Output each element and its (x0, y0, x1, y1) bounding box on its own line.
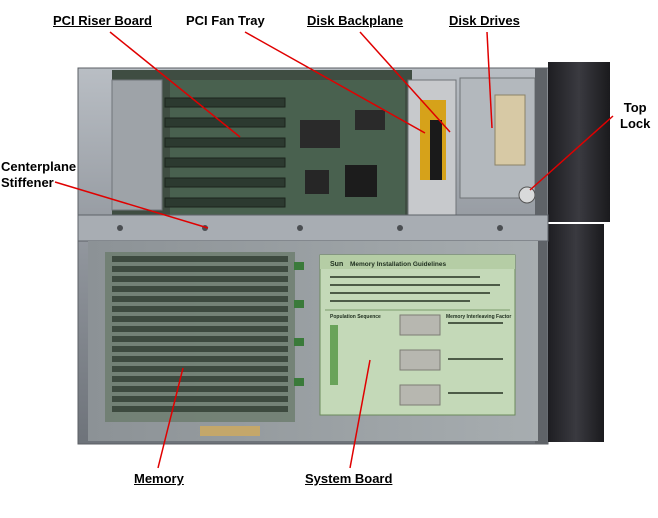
top-lock (518, 186, 536, 204)
card-right-header: Memory Interleaving Factor (446, 314, 511, 320)
memory-guidelines-card (319, 254, 516, 416)
drive-label (494, 94, 526, 166)
label-centerplane-stiffener: Centerplane Stiffener (1, 159, 76, 191)
label-centerplane-line1: Centerplane (1, 159, 77, 174)
card-title: Memory Installation Guidelines (350, 261, 446, 268)
label-centerplane-line2: Stiffener (1, 175, 54, 190)
front-panel-lower (548, 224, 604, 442)
io-bracket (111, 79, 163, 211)
socket-markers (294, 262, 304, 386)
label-disk-drives: Disk Drives (449, 13, 520, 28)
card-left-header: Population Sequence (330, 314, 381, 320)
label-top-lock-line1: Top (623, 100, 647, 115)
label-pci-riser-board: PCI Riser Board (53, 13, 152, 28)
label-top-lock-line2: Lock (620, 116, 651, 131)
memory-dimms (112, 256, 288, 412)
pci-fan-tray (430, 120, 442, 180)
label-system-board: System Board (305, 471, 393, 486)
bottom-handle (200, 426, 260, 436)
front-panel-upper (548, 62, 610, 222)
label-disk-backplane: Disk Backplane (307, 13, 404, 28)
label-pci-fan-tray: PCI Fan Tray (186, 13, 265, 28)
centerplane-stiffener (77, 214, 549, 242)
label-top-lock: Top Lock (620, 100, 650, 132)
card-brand: Sun (330, 261, 343, 268)
label-memory: Memory (134, 471, 184, 486)
